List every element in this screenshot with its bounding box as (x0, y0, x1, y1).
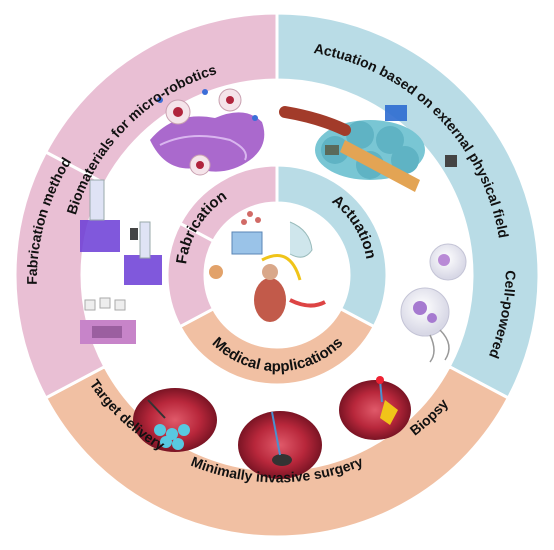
actuation-illustration (279, 105, 457, 192)
biomaterials-illustration (150, 88, 265, 176)
outer-segment-actuation (275, 11, 541, 401)
outer-ring (13, 11, 541, 539)
outer-segment-medical (43, 364, 511, 539)
fabrication-illustration (80, 179, 162, 344)
surgery-illustration (238, 411, 322, 479)
cell-powered-illustration (400, 243, 467, 363)
center-anatomy-illustration (209, 211, 326, 322)
target-delivery-illustration (133, 388, 217, 452)
biopsy-illustration (339, 376, 411, 440)
